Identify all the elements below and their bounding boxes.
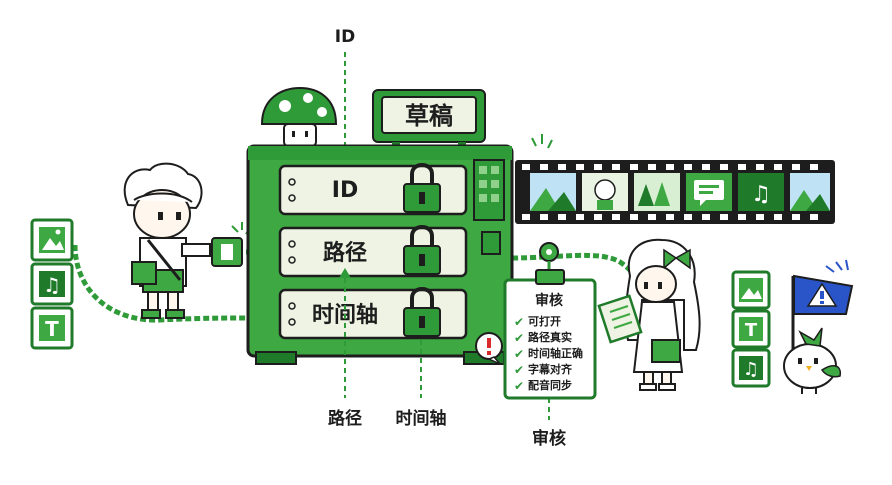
checklist-item: ✔ 配音同步 bbox=[514, 378, 572, 393]
svg-text:♫: ♫ bbox=[743, 359, 759, 380]
svg-text:T: T bbox=[45, 317, 59, 341]
svg-text:T: T bbox=[745, 320, 758, 341]
film-frame-chat-icon bbox=[686, 173, 732, 211]
checklist-title: 审核 bbox=[535, 292, 563, 309]
annotation-timeline-label: 时间轴 bbox=[396, 408, 447, 429]
slot-id-label: ID bbox=[332, 178, 358, 203]
annotation-review: 审核 bbox=[532, 398, 566, 449]
warning-flag bbox=[793, 260, 852, 354]
draft-sign-label: 草稿 bbox=[405, 102, 453, 130]
checklist-item-label: 时间轴正确 bbox=[528, 346, 583, 360]
film-strip: ♫ bbox=[515, 160, 835, 224]
annotation-id-label: ID bbox=[335, 27, 355, 47]
check-icon: ✔ bbox=[514, 331, 524, 345]
film-frame-trees-icon bbox=[634, 173, 680, 211]
right-block-image-icon bbox=[733, 272, 769, 308]
draft-sign: 草稿 bbox=[373, 90, 485, 150]
plug-icon bbox=[212, 222, 250, 266]
checklist-item-label: 配音同步 bbox=[528, 378, 572, 392]
right-block-text-icon: T bbox=[733, 311, 769, 347]
annotation-review-label: 审核 bbox=[532, 428, 566, 449]
film-frame-music-icon: ♫ bbox=[738, 173, 784, 211]
check-icon: ✔ bbox=[514, 347, 524, 361]
mushroom-icon bbox=[262, 88, 336, 146]
checklist-item: ✔ 字幕对齐 bbox=[514, 362, 573, 377]
slot-path-label: 路径 bbox=[323, 240, 367, 266]
review-checklist: 审核 ✔ 可打开 ✔ 路径真实 ✔ 时间轴正确 ✔ 字幕对齐 ✔ 配音同步 bbox=[505, 243, 595, 398]
film-frame-mountain-icon bbox=[530, 173, 576, 211]
svg-text:♫: ♫ bbox=[43, 273, 61, 297]
checklist-item-label: 路径真实 bbox=[528, 330, 572, 344]
checklist-item: ✔ 路径真实 bbox=[514, 330, 572, 345]
check-icon: ✔ bbox=[514, 379, 524, 393]
right-block-music-icon: ♫ bbox=[733, 350, 769, 386]
left-block-music-icon: ♫ bbox=[32, 264, 72, 304]
check-icon: ✔ bbox=[514, 315, 524, 329]
checklist-item-label: 字幕对齐 bbox=[528, 362, 573, 376]
girl-character bbox=[599, 240, 700, 390]
svg-text:♫: ♫ bbox=[751, 182, 771, 207]
annotation-path-label: 路径 bbox=[328, 408, 362, 429]
film-frame-mountain-icon-2 bbox=[790, 173, 830, 211]
left-block-image-icon bbox=[32, 220, 72, 260]
boy-character bbox=[125, 164, 210, 318]
sparkle-icon bbox=[532, 134, 552, 148]
checklist-item-label: 可打开 bbox=[528, 314, 561, 328]
left-block-text-icon: T bbox=[32, 308, 72, 348]
check-icon: ✔ bbox=[514, 363, 524, 377]
film-frame-character-icon bbox=[582, 173, 628, 211]
checklist-item: ✔ 可打开 bbox=[514, 314, 561, 329]
